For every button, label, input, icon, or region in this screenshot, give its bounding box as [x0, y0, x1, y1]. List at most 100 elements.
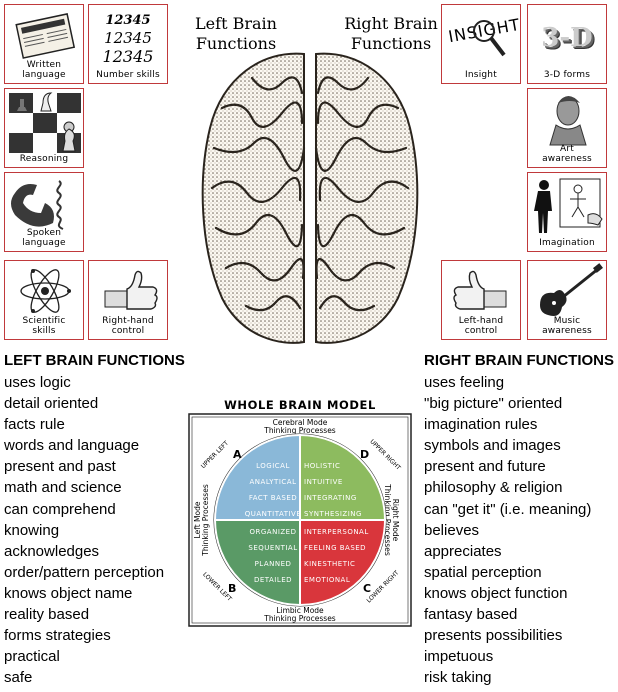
- model-title: WHOLE BRAIN MODEL: [224, 398, 376, 412]
- quadrant-a-word: FACT BASED: [249, 494, 297, 502]
- list-item: order/pattern perception: [4, 563, 165, 581]
- quadrant-d: [299, 433, 387, 521]
- number-line-2: 12345: [104, 29, 152, 47]
- list-item: uses feeling: [424, 374, 505, 391]
- list-item: risk taking: [424, 669, 492, 687]
- quadrant-c-word: EMOTIONAL: [304, 576, 350, 584]
- label-written-language: Written language: [22, 60, 66, 80]
- number-line-3: 12345: [102, 47, 154, 66]
- tile-right-hand-control: Right-hand control: [88, 260, 168, 340]
- list-item: can "get it" (i.e. meaning): [424, 500, 592, 518]
- quadrant-c-word: KINESTHETIC: [304, 560, 355, 568]
- right-list-title: RIGHT BRAIN FUNCTIONS: [424, 352, 614, 369]
- list-item: imagination rules: [424, 416, 538, 434]
- label-scientific-skills: Scientific skills: [22, 316, 66, 336]
- top-label-line2: Thinking Processes: [263, 426, 336, 435]
- label-left-hand-control: Left-hand control: [458, 316, 504, 336]
- list-item: forms strategies: [4, 627, 111, 645]
- list-item: knowing: [4, 521, 60, 539]
- thumbs-up-left-hand-icon: [453, 270, 507, 310]
- bottom-label-line2: Thinking Processes: [263, 614, 336, 623]
- three-d-art: 3-D: [541, 23, 593, 53]
- newspaper-icon: [15, 13, 76, 59]
- label-music-awareness: Music awareness: [542, 316, 592, 336]
- bottom-label-line1: Limbic Mode: [276, 606, 324, 615]
- list-item: detail oriented: [4, 395, 99, 413]
- left-list-title: LEFT BRAIN FUNCTIONS: [4, 352, 185, 369]
- list-item: believes: [424, 521, 480, 539]
- quadrant-a-word: ANALYTICAL: [250, 478, 297, 486]
- list-item: spatial perception: [424, 563, 542, 581]
- list-item: philosophy & religion: [424, 479, 563, 497]
- label-right-hand-control: Right-hand control: [102, 316, 154, 336]
- label-spoken-language: Spoken language: [22, 228, 66, 248]
- label-3d-forms: 3-D forms: [543, 70, 591, 80]
- quadrant-d-word: HOLISTIC: [304, 462, 340, 470]
- figure-drawing-icon: [534, 178, 603, 233]
- quadrant-c-word: INTERPERSONAL: [304, 528, 369, 536]
- list-item: math and science: [4, 479, 122, 497]
- tile-left-hand-control: Left-hand control: [441, 260, 521, 340]
- quadrant-b-letter: B: [228, 582, 236, 595]
- label-insight: Insight: [465, 70, 497, 80]
- list-item: "big picture" oriented: [424, 395, 563, 413]
- list-item: symbols and images: [424, 437, 561, 455]
- label-number-skills: Number skills: [96, 70, 160, 80]
- quadrant-a-word: LOGICAL: [256, 462, 290, 470]
- tile-written-language: Written language: [4, 4, 84, 84]
- left-label-line2: Thinking Processes: [201, 484, 210, 557]
- list-item: facts rule: [4, 416, 65, 434]
- list-item: uses logic: [4, 374, 71, 391]
- tile-reasoning: Reasoning: [4, 88, 84, 168]
- guitar-icon: [540, 263, 603, 316]
- tile-imagination: Imagination: [527, 172, 607, 252]
- tile-art-awareness: Art awareness: [527, 88, 607, 168]
- list-item: impetuous: [424, 648, 494, 666]
- list-item: knows object name: [4, 584, 133, 602]
- quadrant-d-word: SYNTHESIZING: [304, 510, 362, 518]
- list-item: present and future: [424, 458, 546, 476]
- quadrant-c-letter: C: [363, 582, 371, 595]
- list-item: practical: [4, 648, 60, 666]
- quadrant-a: [213, 433, 301, 521]
- left-functions-list: uses logic detail oriented facts rule words…: [4, 372, 164, 688]
- atom-icon: [20, 269, 71, 313]
- tile-music-awareness: Music awareness: [527, 260, 607, 340]
- quadrant-d-word: INTEGRATING: [304, 494, 357, 502]
- tile-scientific-skills: Scientific skills: [4, 260, 84, 340]
- list-item: can comprehend: [4, 500, 116, 518]
- right-brain-header: Right Brain Functions: [344, 14, 438, 53]
- thumbs-up-right-hand-icon: [104, 270, 158, 310]
- right-functions-list: uses feeling "big picture" oriented imagin…: [424, 372, 591, 688]
- quadrant-d-letter: D: [360, 448, 369, 461]
- quadrant-d-word: INTUITIVE: [304, 478, 343, 486]
- tile-spoken-language: Spoken language: [4, 172, 84, 252]
- list-item: acknowledges: [4, 542, 100, 560]
- list-item: appreciates: [424, 542, 502, 560]
- list-item: reality based: [4, 606, 90, 624]
- quadrant-b-word: DETAILED: [254, 576, 292, 584]
- right-label-line2: Thinking Processes: [383, 483, 392, 556]
- tile-3d-forms: 3-D 3-D forms: [527, 4, 607, 84]
- quadrant-b-word: PLANNED: [255, 560, 292, 568]
- whole-brain-model: WHOLE BRAIN MODEL Cerebral Mode Thinking…: [188, 398, 412, 627]
- list-item: fantasy based: [424, 606, 518, 624]
- quadrant-c-word: FEELING BASED: [304, 544, 366, 552]
- quadrant-b-word: SEQUENTIAL: [248, 544, 297, 552]
- right-label-line1: Right Mode: [391, 499, 400, 542]
- label-art-awareness: Art awareness: [542, 144, 592, 164]
- chess-icon: [9, 92, 81, 153]
- telephone-icon: [11, 180, 64, 230]
- list-item: words and language: [4, 437, 140, 455]
- quadrant-c: [299, 519, 387, 607]
- label-reasoning: Reasoning: [19, 154, 69, 164]
- quadrant-b-word: ORGANIZED: [250, 528, 297, 536]
- label-imagination: Imagination: [539, 238, 595, 248]
- left-brain-header: Left Brain Functions: [195, 14, 277, 53]
- quadrant-a-letter: A: [233, 448, 242, 461]
- list-item: knows object function: [424, 584, 568, 602]
- number-line-1: 12345: [105, 13, 151, 28]
- magnifier-icon: [473, 20, 506, 57]
- list-item: safe: [4, 669, 33, 687]
- quadrant-b: [213, 519, 301, 607]
